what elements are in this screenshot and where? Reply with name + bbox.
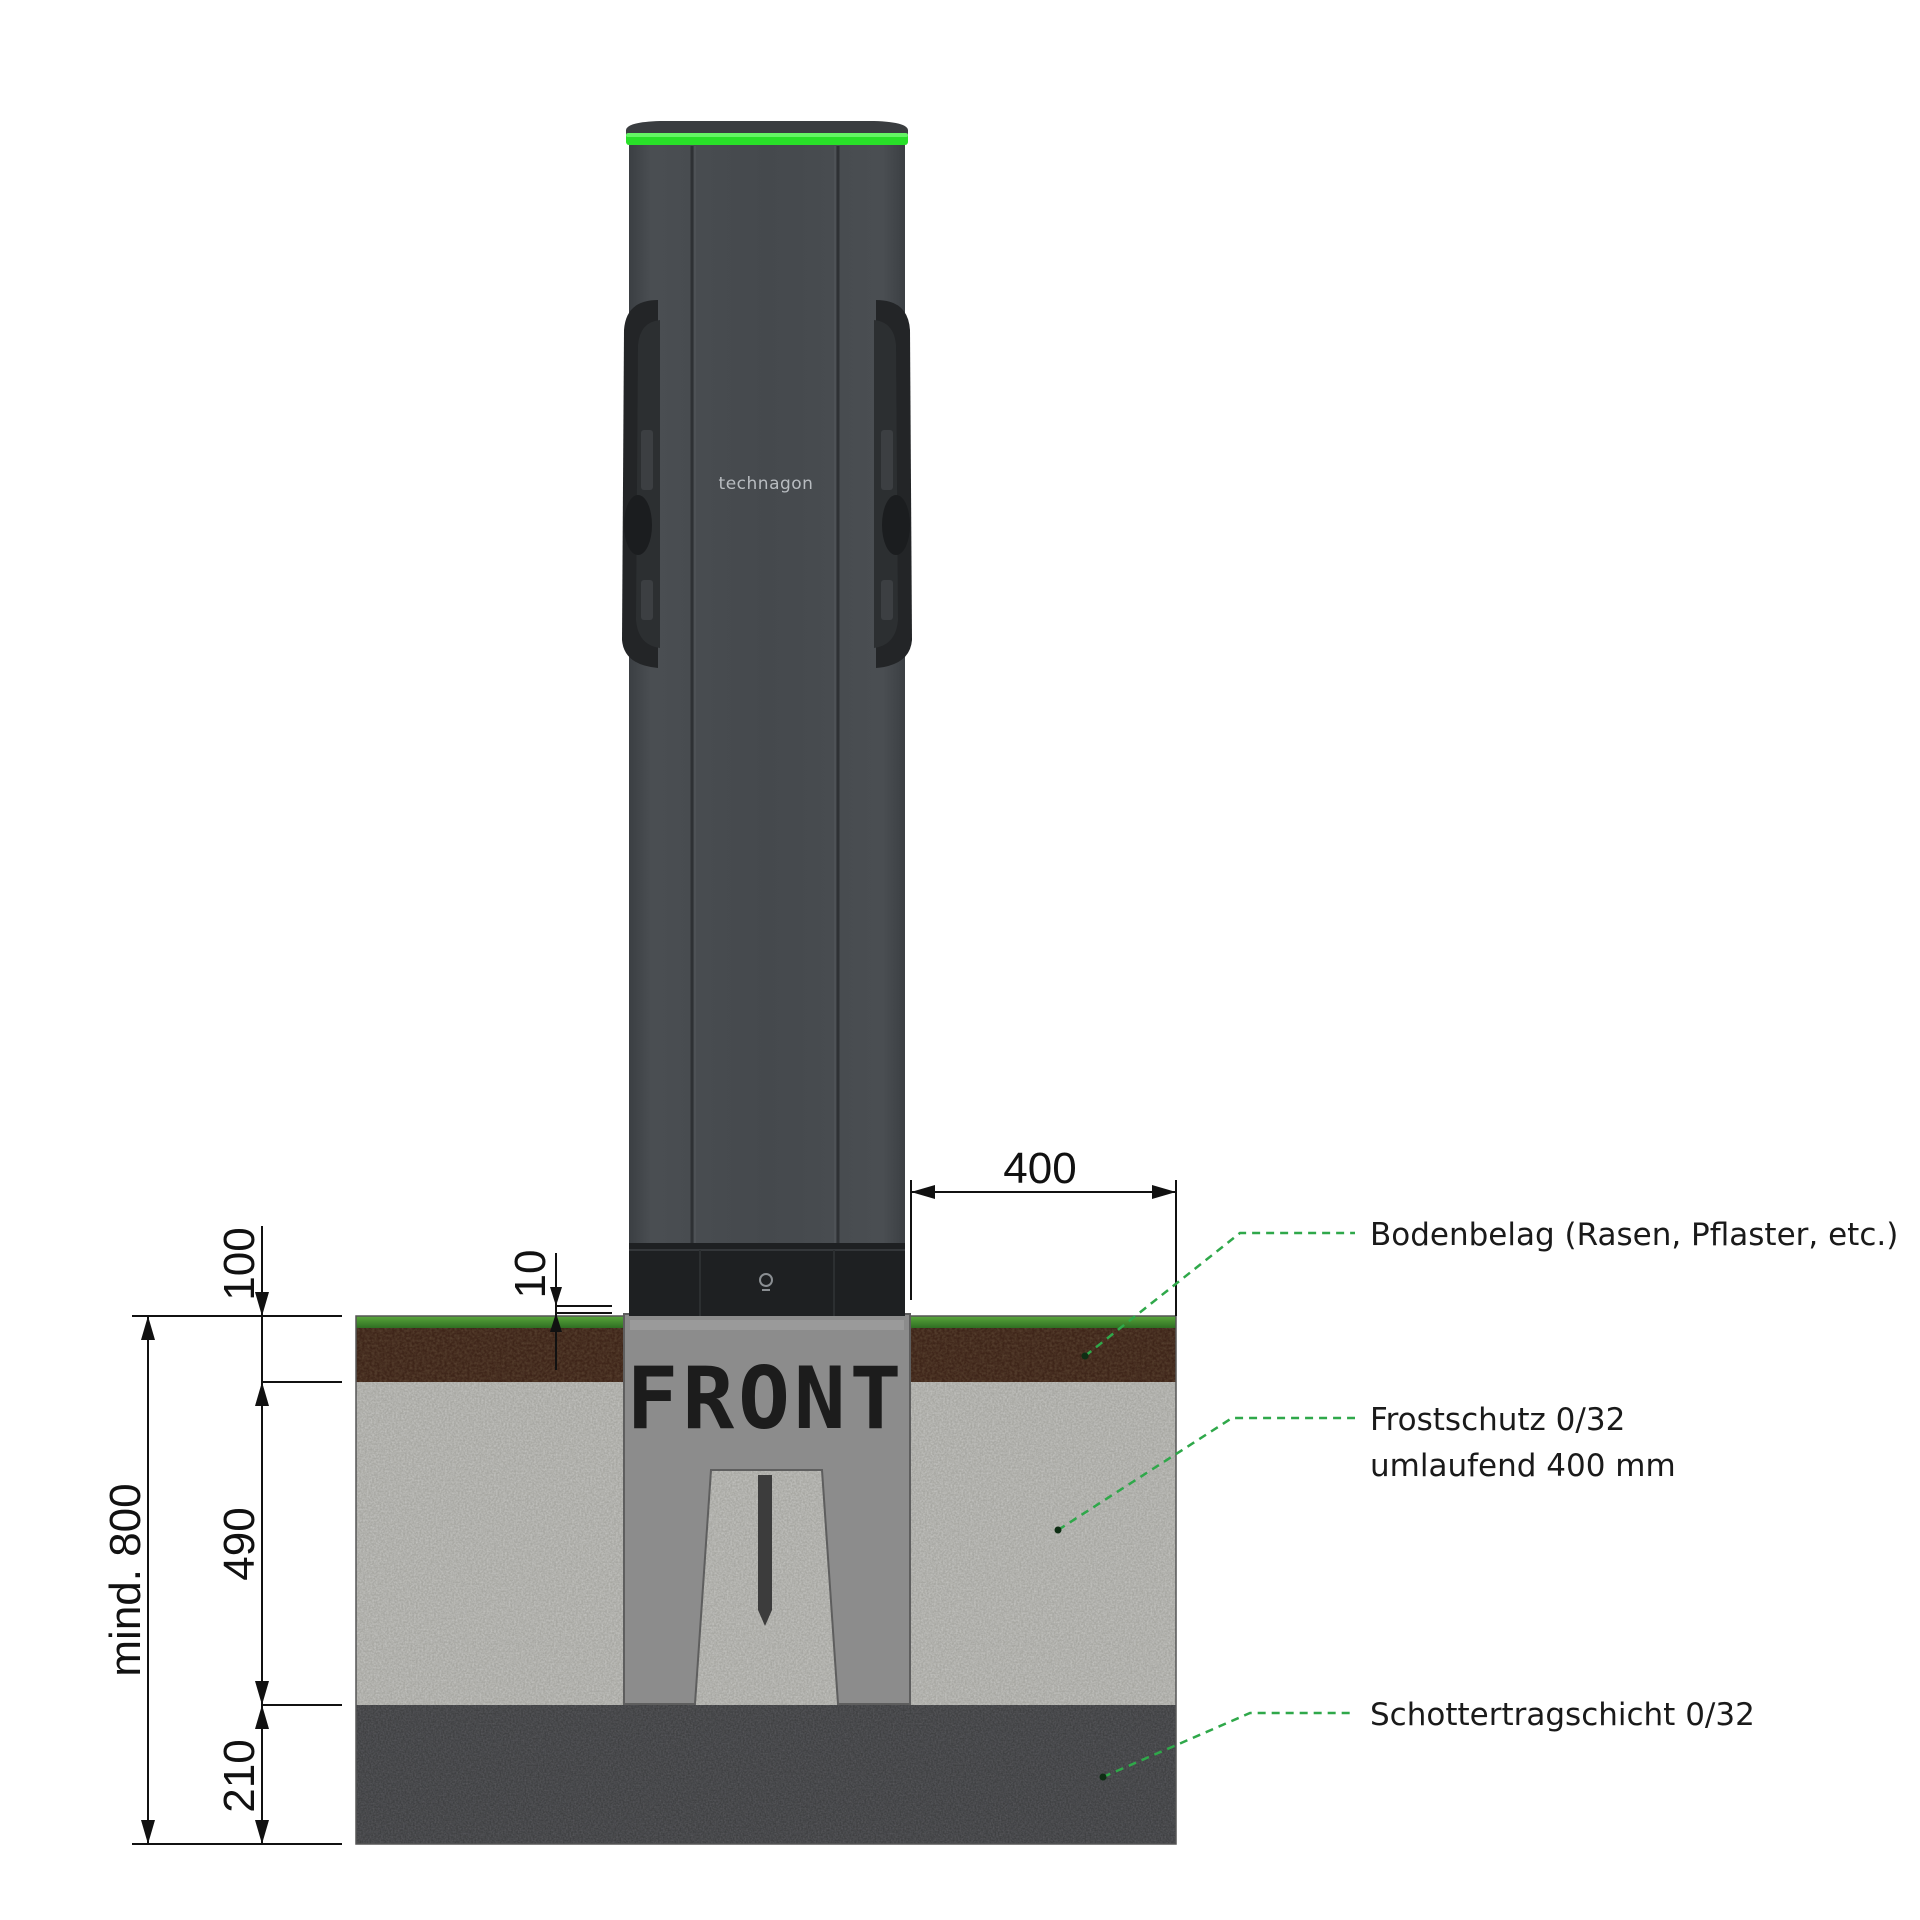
brand-logo: technagon	[719, 474, 814, 494]
dim-frost-490: 490	[215, 1507, 264, 1580]
dim-top-100: 100	[215, 1227, 264, 1300]
ground-rod	[758, 1475, 772, 1610]
callout-frost-line1: Frostschutz 0/32	[1370, 1402, 1625, 1438]
dimension-lines	[132, 1180, 1177, 1845]
callout-labels: Bodenbelag (Rasen, Pflaster, etc.) Frost…	[1370, 1217, 1898, 1733]
callout-dots	[1054, 1352, 1107, 1781]
dimension-labels: 400 100 10 490 210 mind. 800	[101, 1144, 1077, 1813]
left-charging-socket	[624, 495, 652, 555]
foundation-frame: FRONT	[623, 1313, 911, 1705]
dim-total-800: mind. 800	[101, 1483, 150, 1676]
dim-base-210: 210	[215, 1739, 264, 1812]
callout-base: Schottertragschicht 0/32	[1370, 1697, 1755, 1733]
dim-width-400: 400	[1003, 1144, 1076, 1193]
right-charging-socket	[882, 495, 910, 555]
front-label: FRONT	[627, 1349, 906, 1449]
right-socket-housing	[874, 300, 912, 668]
callout-surface: Bodenbelag (Rasen, Pflaster, etc.)	[1370, 1217, 1898, 1253]
charging-column: technagon	[622, 121, 912, 1316]
dimension-arrows	[141, 1185, 1176, 1844]
callout-frost-line2: umlaufend 400 mm	[1370, 1448, 1676, 1484]
lock-icon	[759, 1273, 773, 1287]
left-socket-housing	[622, 300, 660, 668]
callout-leaders	[1057, 1231, 1355, 1779]
column-base-ring	[629, 1242, 905, 1316]
dim-gap-10: 10	[506, 1250, 555, 1299]
